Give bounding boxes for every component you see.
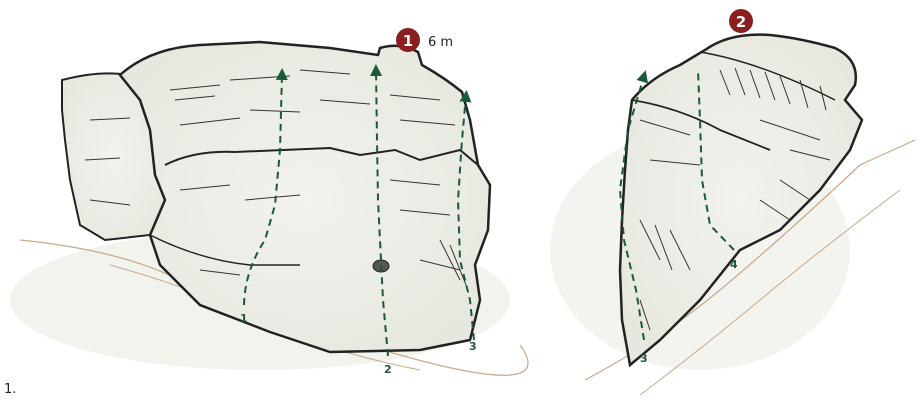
- route-label-3: 3: [469, 340, 477, 353]
- boulder-height-label: 6 m: [428, 35, 453, 50]
- route-label-4: 4: [730, 258, 738, 271]
- route-label-3: 3: [640, 352, 648, 365]
- footnote: 1.: [4, 382, 16, 397]
- boulder-marker-number: 2: [736, 13, 746, 31]
- route-label-2: 2: [384, 363, 392, 376]
- boulder-marker-number: 1: [403, 32, 413, 50]
- boulder-1: 1 2 3 1 6 m: [10, 28, 528, 376]
- route-label-1: 1: [240, 312, 248, 325]
- boulder-2: 3 4 2: [550, 9, 915, 395]
